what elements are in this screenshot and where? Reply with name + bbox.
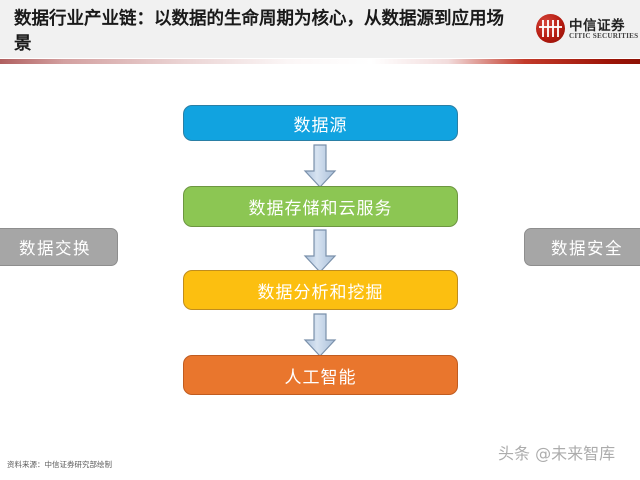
side-box-label: 数据交换	[19, 239, 91, 258]
header-divider	[0, 59, 640, 64]
logo-label-cn: 中信证券	[569, 18, 625, 34]
flow-step-label: 人工智能	[284, 367, 357, 388]
flow-step-label: 数据源	[293, 115, 348, 136]
flow-step-data-storage-cloud[interactable]: 数据存储和云服务	[183, 186, 458, 227]
slide-header: 数据行业产业链：以数据的生命周期为核心，从数据源到应用场景	[0, 0, 640, 58]
arrow-down-icon-3	[303, 313, 337, 357]
citic-emblem-icon	[536, 14, 565, 43]
flow-step-data-source[interactable]: 数据源	[183, 105, 458, 141]
arrow-down-icon-2	[303, 229, 337, 273]
flow-step-label: 数据分析和挖掘	[257, 282, 384, 303]
page-title: 数据行业产业链：以数据的生命周期为核心，从数据源到应用场景	[14, 9, 504, 54]
logo-label-en: CITIC SECURITIES	[569, 32, 639, 40]
side-box-label: 数据安全	[551, 239, 623, 258]
side-box-data-security[interactable]: 数据安全	[524, 228, 640, 266]
flow-step-label: 数据存储和云服务	[248, 199, 393, 219]
flow-step-artificial-intelligence[interactable]: 人工智能	[183, 355, 458, 395]
watermark: 头条 @未来智库	[498, 444, 616, 463]
side-box-data-exchange[interactable]: 数据交换	[0, 228, 118, 266]
flow-step-data-analysis-mining[interactable]: 数据分析和挖掘	[183, 270, 458, 310]
arrow-down-icon-1	[303, 144, 337, 188]
source-note: 资料来源：中信证券研究部绘制	[7, 460, 112, 469]
citic-securities-logo: 中信证券 CITIC SECURITIES	[536, 10, 638, 48]
